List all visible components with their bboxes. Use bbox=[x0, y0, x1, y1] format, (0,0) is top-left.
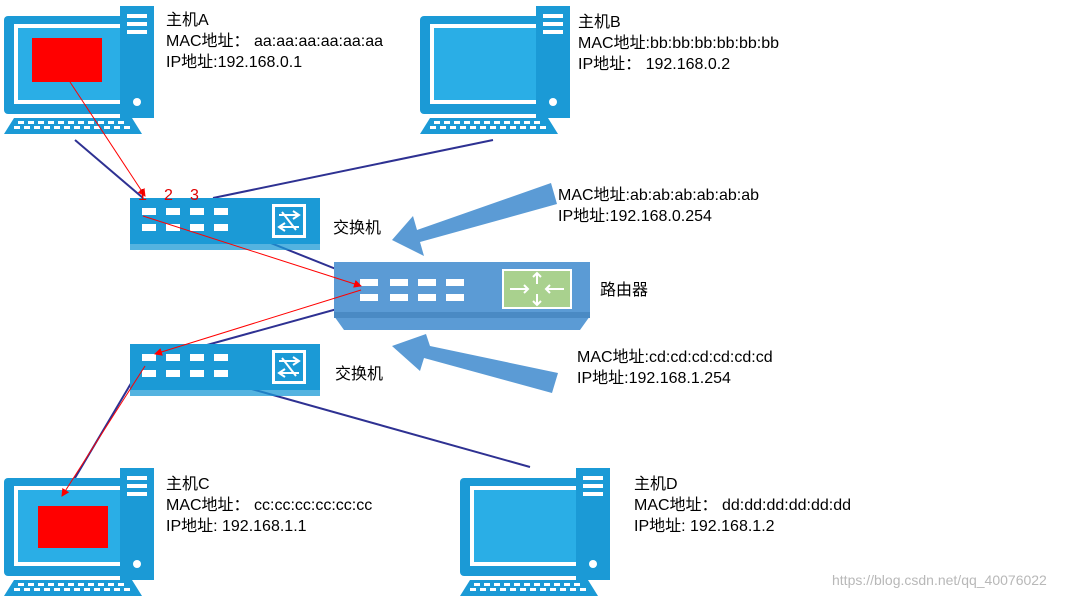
port-number-1: 1 bbox=[138, 187, 147, 204]
packet-path-switch-to-router bbox=[142, 215, 362, 288]
host-d-info: 主机D MAC地址： dd:dd:dd:dd:dd:dd IP地址: 192.1… bbox=[634, 474, 851, 537]
host-b-name: 主机B bbox=[578, 14, 621, 31]
router-iface-top-mac: MAC地址:ab:ab:ab:ab:ab:ab bbox=[558, 187, 760, 204]
host-c-computer bbox=[4, 468, 154, 596]
host-c-screen-highlight bbox=[38, 506, 108, 548]
host-a-computer bbox=[4, 6, 154, 134]
router-iface-bottom-mac: MAC地址:cd:cd:cd:cd:cd:cd bbox=[577, 349, 773, 366]
router-label: 路由器 bbox=[600, 282, 649, 299]
packet-path-switch-to-hostc bbox=[61, 365, 146, 497]
host-c-ip: IP地址: 192.168.1.1 bbox=[166, 518, 307, 535]
host-c-info: 主机C MAC地址： cc:cc:cc:cc:cc:cc IP地址: 192.1… bbox=[166, 474, 372, 537]
host-c-mac: MAC地址： cc:cc:cc:cc:cc:cc bbox=[166, 497, 373, 514]
host-b-ip: IP地址： 192.168.0.2 bbox=[578, 56, 731, 73]
host-a-info: 主机A MAC地址： aa:aa:aa:aa:aa:aa IP地址:192.16… bbox=[166, 10, 383, 73]
host-b-info: 主机B MAC地址:bb:bb:bb:bb:bb:bb IP地址： 192.16… bbox=[578, 12, 779, 75]
switch-bottom bbox=[129, 343, 321, 397]
host-d-name: 主机D bbox=[634, 476, 678, 493]
packet-path-hosta-to-switch bbox=[69, 81, 146, 197]
watermark-text: https://blog.csdn.net/qq_40076022 bbox=[832, 572, 1047, 588]
link-hosta-switch bbox=[74, 139, 144, 199]
host-d-mac: MAC地址： dd:dd:dd:dd:dd:dd bbox=[634, 497, 852, 514]
host-a-ip: IP地址:192.168.0.1 bbox=[166, 54, 303, 71]
link-hostb-switch bbox=[212, 139, 494, 199]
port-number-2: 2 bbox=[164, 187, 173, 204]
packet-path-router-to-switch bbox=[154, 289, 362, 356]
host-a-mac: MAC地址： aa:aa:aa:aa:aa:aa bbox=[166, 33, 384, 50]
switch-bottom-label: 交换机 bbox=[335, 366, 384, 383]
router bbox=[334, 262, 590, 330]
switch-top-label: 交换机 bbox=[333, 220, 382, 237]
host-a-name: 主机A bbox=[166, 12, 209, 29]
callout-arrow-bottom-iface bbox=[392, 334, 558, 393]
host-c-name: 主机C bbox=[166, 476, 210, 493]
link-switch-hostc bbox=[71, 379, 134, 484]
router-iface-bottom-info: MAC地址:cd:cd:cd:cd:cd:cd IP地址:192.168.1.2… bbox=[577, 347, 773, 389]
host-b-computer bbox=[420, 6, 570, 134]
host-a-screen-highlight bbox=[32, 38, 102, 82]
router-iface-top-info: MAC地址:ab:ab:ab:ab:ab:ab IP地址:192.168.0.2… bbox=[558, 185, 759, 227]
host-d-ip: IP地址: 192.168.1.2 bbox=[634, 518, 775, 535]
router-iface-top-ip: IP地址:192.168.0.254 bbox=[558, 208, 712, 225]
port-number-3: 3 bbox=[190, 187, 199, 204]
host-b-mac: MAC地址:bb:bb:bb:bb:bb:bb bbox=[578, 35, 780, 52]
host-d-computer bbox=[460, 468, 610, 596]
router-iface-bottom-ip: IP地址:192.168.1.254 bbox=[577, 370, 731, 387]
callout-arrow-top-iface bbox=[392, 183, 557, 256]
